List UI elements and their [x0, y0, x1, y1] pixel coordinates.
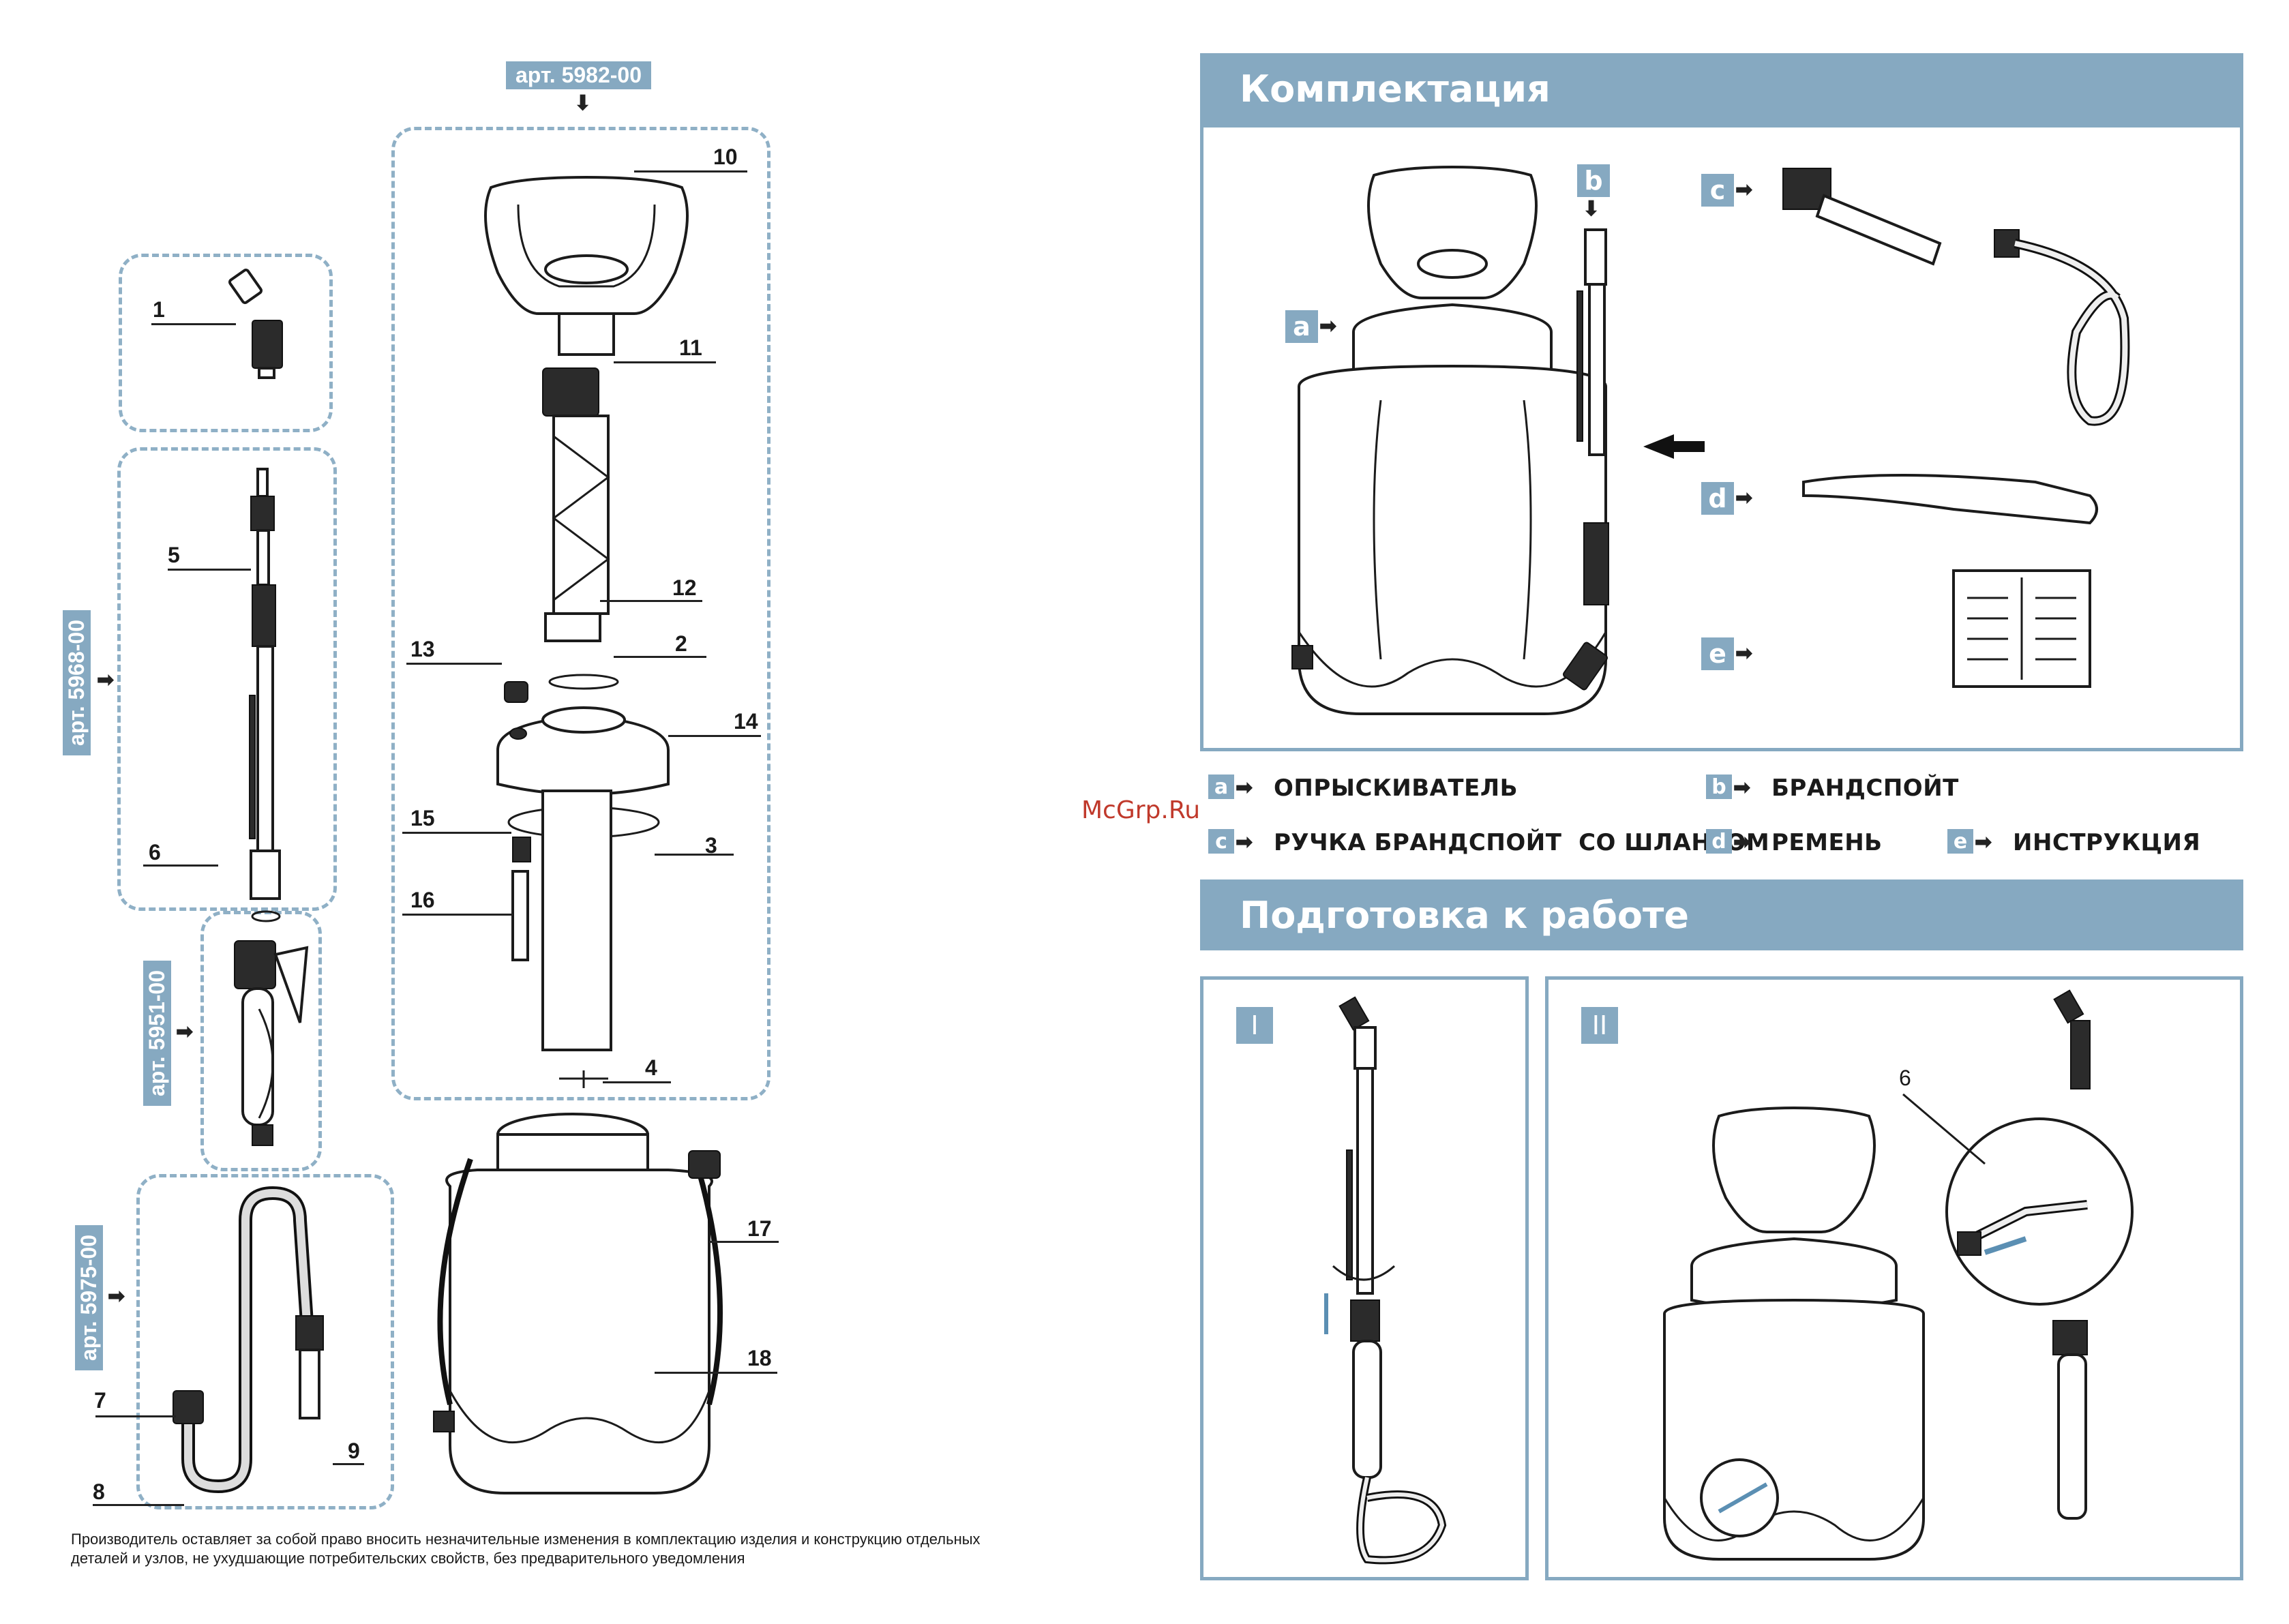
legend-strap: РЕМЕНЬ — [1771, 829, 1883, 856]
arrow-icon: ➡ — [1735, 179, 1753, 201]
callout-12: 12 — [672, 575, 697, 600]
lance-icon — [1562, 228, 1609, 691]
letter-a: a — [1285, 310, 1318, 343]
step-1-drawing — [1324, 996, 1447, 1565]
lance-part-icon — [249, 468, 281, 900]
callout-2: 2 — [675, 631, 687, 656]
handle-with-hose-icon — [1782, 168, 2130, 426]
arrow-icon: ➡ — [1236, 831, 1253, 854]
pump-cylinder-part-icon — [541, 790, 612, 1051]
callout-8: 8 — [93, 1479, 105, 1504]
pump-handle-part-icon — [484, 175, 689, 315]
legend-letter-d: d — [1706, 829, 1732, 854]
letter-e: e — [1701, 637, 1734, 670]
nozzle-part-icon — [228, 269, 283, 379]
arrow-icon: ➡ — [1236, 777, 1253, 799]
legend-letter-e: e — [1947, 829, 1973, 854]
callout-5: 5 — [168, 543, 180, 567]
callout-11: 11 — [679, 335, 702, 360]
sprayer-icon — [1291, 165, 1607, 715]
art-tag-5982: арт. 5982-00 — [506, 61, 651, 89]
disclaimer-line-1: Производитель оставляет за собой право в… — [71, 1531, 981, 1548]
callout-13: 13 — [410, 637, 435, 661]
kit-section-header: Комплектация — [1200, 53, 2243, 124]
valve-cap-part-icon — [504, 681, 528, 703]
letter-c: c — [1701, 174, 1734, 207]
manual-icon — [1952, 569, 2091, 688]
callout-6-prep: 6 — [1899, 1066, 1911, 1090]
right-arrow-icon: ➡ — [97, 669, 115, 691]
trigger-handle-part-icon — [234, 940, 309, 1146]
tank-part-icon — [433, 1113, 723, 1494]
legend-lance: БРАНДСПОЙТ — [1771, 775, 1959, 802]
right-arrow-icon: ➡ — [108, 1285, 125, 1308]
legend-handle-hose: РУЧКА БРАНДСПОЙТ СО ШЛАНГОМ — [1274, 829, 1770, 856]
arrow-icon: ➡ — [1975, 831, 1992, 854]
disclaimer: Производитель оставляет за собой право в… — [71, 1530, 1094, 1568]
callout-16: 16 — [410, 888, 435, 912]
callout-17: 17 — [747, 1216, 772, 1241]
callout-9: 9 — [348, 1439, 360, 1463]
big-arrow-icon — [1643, 434, 1705, 459]
callout-14: 14 — [734, 709, 758, 734]
pump-collar-part-icon — [496, 706, 670, 796]
group-box-5968 — [117, 447, 337, 911]
group-box-5982 — [391, 127, 771, 1100]
watermark: McGrp.Ru — [1081, 796, 1201, 824]
prep-step-2-panel: II 6 — [1545, 976, 2243, 1580]
step-2-drawing — [1663, 989, 2134, 1561]
legend-letter-c: c — [1208, 829, 1234, 854]
prep-step-1-panel: I — [1200, 976, 1529, 1580]
legend-letter-b: b — [1706, 775, 1732, 799]
arrow-icon: ➡ — [1733, 831, 1751, 854]
step-label-1: I — [1236, 1007, 1273, 1044]
down-arrow-icon: ⬇ — [574, 92, 592, 115]
disclaimer-line-2: деталей и узлов, не ухудшающие потребите… — [71, 1550, 745, 1567]
callout-7: 7 — [94, 1388, 106, 1413]
callout-18: 18 — [747, 1346, 772, 1370]
callout-1: 1 — [153, 297, 165, 322]
strap-icon — [1802, 474, 2098, 525]
legend-letter-a: a — [1208, 775, 1234, 799]
right-arrow-icon: ➡ — [176, 1021, 194, 1043]
prep-section-header: Подготовка к работе — [1200, 879, 2243, 950]
callout-6: 6 — [149, 840, 161, 864]
pump-rod-part-icon — [542, 312, 615, 642]
kit-panel: a ➡ b ⬇ c ➡ d ➡ e ➡ — [1200, 124, 2243, 751]
hose-part-icon — [173, 1186, 324, 1494]
letter-d: d — [1701, 482, 1734, 515]
arrow-icon: ⬇ — [1583, 198, 1600, 220]
kit-drawing — [1291, 165, 2130, 715]
arrow-icon: ➡ — [1319, 315, 1337, 337]
letter-b: b — [1577, 164, 1610, 197]
callout-4: 4 — [645, 1055, 657, 1080]
legend-sprayer: ОПРЫСКИВАТЕЛЬ — [1274, 775, 1518, 802]
group-box-5975 — [136, 1174, 394, 1509]
arrow-icon: ➡ — [1735, 487, 1753, 509]
callout-15: 15 — [410, 806, 435, 830]
group-box-nozzle — [119, 254, 333, 432]
callout-10: 10 — [713, 145, 738, 169]
legend-manual: ИНСТРУКЦИЯ — [2013, 829, 2201, 856]
arrow-icon: ➡ — [1733, 777, 1751, 799]
step-label-2: II — [1581, 1007, 1618, 1044]
callout-3: 3 — [705, 833, 717, 858]
arrow-icon: ➡ — [1735, 642, 1753, 665]
